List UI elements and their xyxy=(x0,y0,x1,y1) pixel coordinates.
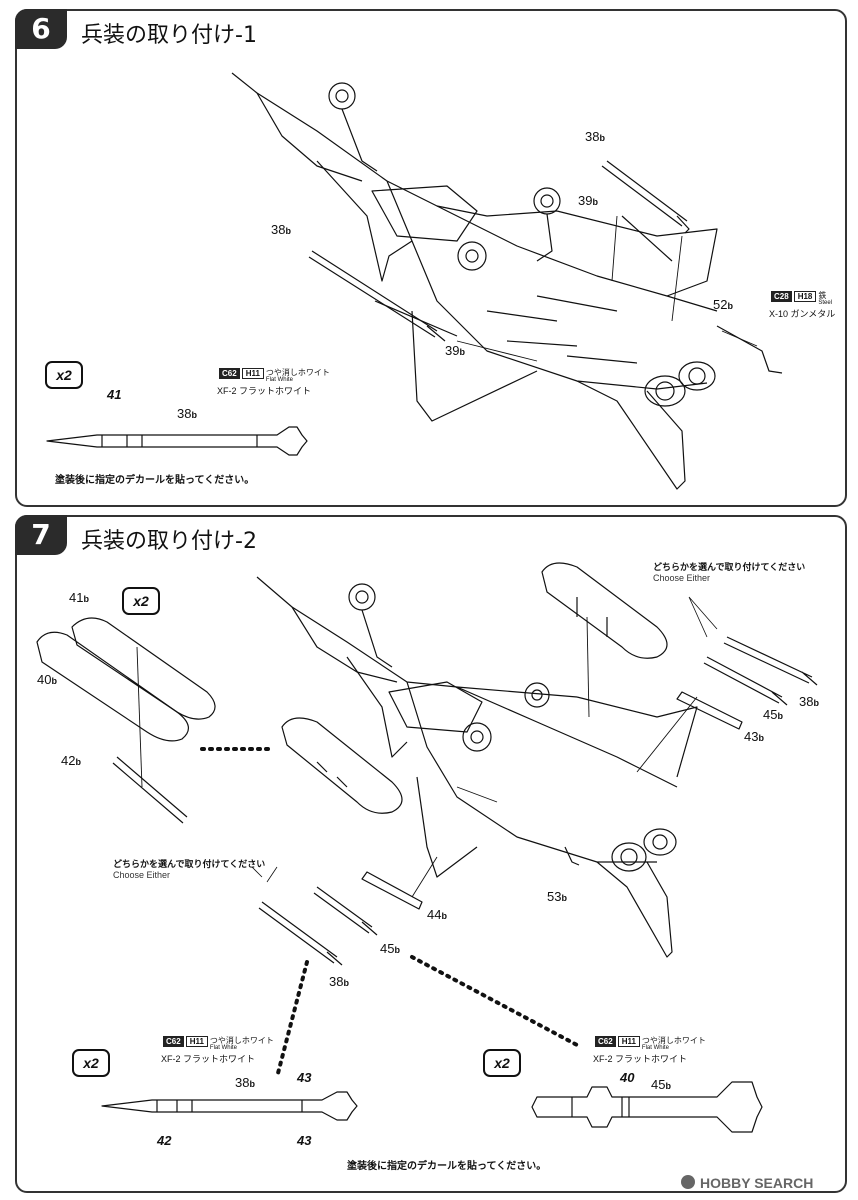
step-title: 兵装の取り付け-1 xyxy=(81,23,257,48)
part-41: 41 xyxy=(107,387,122,402)
aircraft-illustration xyxy=(46,72,783,490)
paint-mix-name: XF-2 フラットホワイト xyxy=(217,386,312,396)
paint-code: C62 xyxy=(219,368,240,379)
part-38b-detail: 38b xyxy=(177,406,197,421)
choose-either-note-left: どちらかを選んで取り付けてください Choose Either xyxy=(113,860,266,880)
step-number: 6 xyxy=(15,9,67,49)
part-38b-mid: 38b xyxy=(329,974,349,989)
part-38b-left: 38b xyxy=(271,222,291,237)
step-7-panel: 7 兵装の取り付け-2 xyxy=(15,515,847,1193)
part-38b-right: 38b xyxy=(799,694,819,709)
step-6-panel: 6 兵装の取り付け-1 xyxy=(15,9,847,507)
part-39b-bottom: 39b xyxy=(445,343,465,358)
part-44b: 44b xyxy=(427,907,447,922)
part-40: 40 xyxy=(620,1070,635,1085)
part-42b: 42b xyxy=(61,753,81,768)
part-42: 42 xyxy=(157,1133,172,1148)
paint-mix-name: XF-2 フラットホワイト xyxy=(593,1054,688,1064)
paint-code: H11 xyxy=(617,1036,640,1047)
part-52b: 52b xyxy=(713,297,733,312)
hobby-search-logo-icon xyxy=(681,1175,695,1189)
part-41b: 41b xyxy=(69,590,89,605)
decal-note: 塗装後に指定のデカールを貼ってください。 xyxy=(347,1161,547,1172)
quantity-badge: x2 xyxy=(45,361,83,389)
part-43b: 43b xyxy=(744,729,764,744)
paint-code: C62 xyxy=(595,1036,616,1047)
part-45b-bottom-right: 45b xyxy=(651,1077,671,1092)
paint-code: C62 xyxy=(163,1036,184,1047)
quantity-badge: x2 xyxy=(122,587,160,615)
paint-code: H11 xyxy=(241,368,264,379)
aircraft-illustration xyxy=(36,562,818,1133)
quantity-badge: x2 xyxy=(483,1049,521,1077)
part-40b: 40b xyxy=(37,672,57,687)
watermark: HOBBY SEARCH xyxy=(700,1175,814,1191)
step-title: 兵装の取り付け-2 xyxy=(81,529,257,554)
part-43-top: 43 xyxy=(297,1070,312,1085)
quantity-badge: x2 xyxy=(72,1049,110,1077)
part-45b-mid: 45b xyxy=(380,941,400,956)
choose-either-note-right: どちらかを選んで取り付けてください Choose Either xyxy=(653,563,806,583)
part-38b-bottom-left: 38b xyxy=(235,1075,255,1090)
part-53b: 53b xyxy=(547,889,567,904)
part-45b-right: 45b xyxy=(763,707,783,722)
part-39b-top: 39b xyxy=(578,193,598,208)
paint-mix-name: X-10 ガンメタル xyxy=(769,309,836,319)
paint-code: H18 xyxy=(793,291,817,302)
part-43-bottom: 43 xyxy=(297,1133,312,1148)
paint-code: H11 xyxy=(185,1036,208,1047)
part-38b-top: 38b xyxy=(585,129,605,144)
paint-code: C28 xyxy=(771,291,792,302)
decal-note: 塗装後に指定のデカールを貼ってください。 xyxy=(55,475,255,486)
paint-mix-name: XF-2 フラットホワイト xyxy=(161,1054,256,1064)
step-number: 7 xyxy=(15,515,67,555)
